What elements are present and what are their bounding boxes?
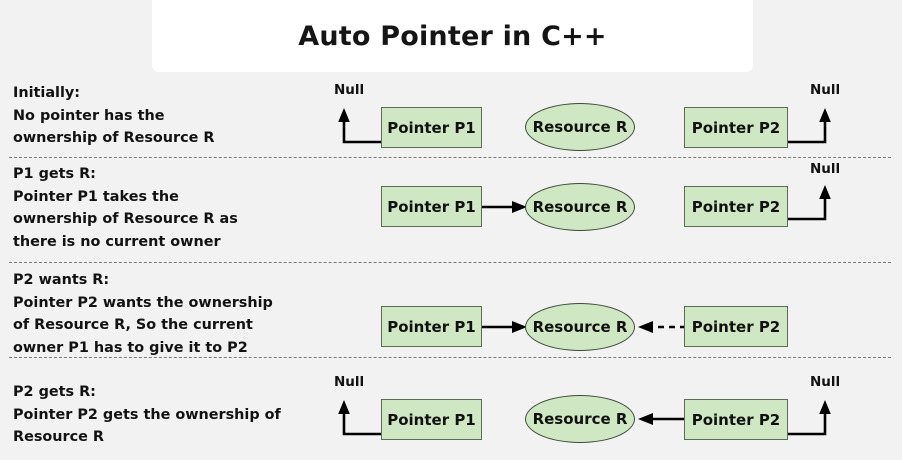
- node-pointer-p1-label: Pointer P1: [387, 118, 476, 137]
- node-pointer-p1[interactable]: Pointer P1: [381, 399, 482, 440]
- divider-2: [9, 262, 891, 263]
- step-figure-initially: Null Pointer P1 Resource R Pointer P2: [330, 82, 902, 157]
- divider-3: [9, 357, 891, 358]
- node-pointer-p2-label: Pointer P2: [691, 410, 781, 429]
- arrow-p2-to-resource-dashed: [638, 321, 686, 333]
- node-resource-r-label: Resource R: [532, 318, 628, 336]
- null-connector-p1: [338, 108, 381, 144]
- node-pointer-p2[interactable]: Pointer P2: [684, 186, 788, 227]
- node-pointer-p1-label: Pointer P1: [387, 410, 476, 429]
- node-resource-r[interactable]: Resource R: [525, 303, 635, 351]
- node-resource-r[interactable]: Resource R: [525, 395, 635, 443]
- node-pointer-p2[interactable]: Pointer P2: [684, 306, 788, 347]
- null-connector-p2: [788, 185, 831, 221]
- step-row-initially: Initially: No pointer has the ownership …: [0, 82, 902, 157]
- null-label-p1: Null: [334, 82, 365, 98]
- null-connector-p1: [338, 400, 381, 436]
- null-label-p2: Null: [810, 374, 841, 390]
- node-resource-r-label: Resource R: [532, 198, 628, 216]
- step-row-p2-gets-r: P2 gets R: Pointer P2 gets the ownership…: [0, 369, 902, 460]
- node-pointer-p2[interactable]: Pointer P2: [684, 399, 788, 440]
- node-pointer-p2-label: Pointer P2: [691, 317, 781, 336]
- null-label-p2: Null: [810, 82, 841, 98]
- node-resource-r-label: Resource R: [532, 118, 628, 136]
- arrow-p1-to-resource-solid: [482, 321, 527, 333]
- null-connector-p2: [788, 400, 831, 436]
- divider-1: [9, 157, 891, 158]
- node-pointer-p1[interactable]: Pointer P1: [381, 306, 482, 347]
- arrow-p2-to-resource-solid: [638, 413, 686, 425]
- title-card: Auto Pointer in C++: [152, 0, 753, 72]
- node-pointer-p1[interactable]: Pointer P1: [381, 186, 482, 227]
- null-connector-p2: [788, 108, 831, 144]
- step-row-p1-gets-r: P1 gets R: Pointer P1 takes the ownershi…: [0, 161, 902, 262]
- page-title: Auto Pointer in C++: [298, 20, 607, 52]
- node-pointer-p1-label: Pointer P1: [387, 197, 476, 216]
- step-description-initially: Initially: No pointer has the ownership …: [13, 85, 215, 146]
- node-pointer-p1-label: Pointer P1: [387, 317, 476, 336]
- step-figure-p2-gets-r: Null Pointer P1 Resource R Pointer P2: [330, 369, 902, 460]
- step-description-p2-gets-r: P2 gets R: Pointer P2 gets the ownership…: [13, 384, 281, 445]
- step-figure-p1-gets-r: Pointer P1 Resource R Pointer P2 Null: [330, 161, 902, 262]
- node-resource-r[interactable]: Resource R: [525, 103, 635, 151]
- node-pointer-p1[interactable]: Pointer P1: [381, 107, 482, 148]
- null-label-p2: Null: [810, 161, 841, 177]
- null-label-p1: Null: [334, 374, 365, 390]
- node-resource-r-label: Resource R: [532, 410, 628, 428]
- step-figure-p2-wants-r: Pointer P1 Resource R Pointer P2: [330, 269, 902, 357]
- step-description-p2-wants-r: P2 wants R: Pointer P2 wants the ownersh…: [13, 272, 273, 356]
- step-description-p1-gets-r: P1 gets R: Pointer P1 takes the ownershi…: [13, 166, 238, 250]
- arrow-p1-to-resource-solid: [482, 201, 527, 213]
- node-pointer-p2-label: Pointer P2: [691, 118, 781, 137]
- node-pointer-p2-label: Pointer P2: [691, 197, 781, 216]
- node-pointer-p2[interactable]: Pointer P2: [684, 107, 788, 148]
- step-row-p2-wants-r: P2 wants R: Pointer P2 wants the ownersh…: [0, 269, 902, 357]
- node-resource-r[interactable]: Resource R: [525, 183, 635, 231]
